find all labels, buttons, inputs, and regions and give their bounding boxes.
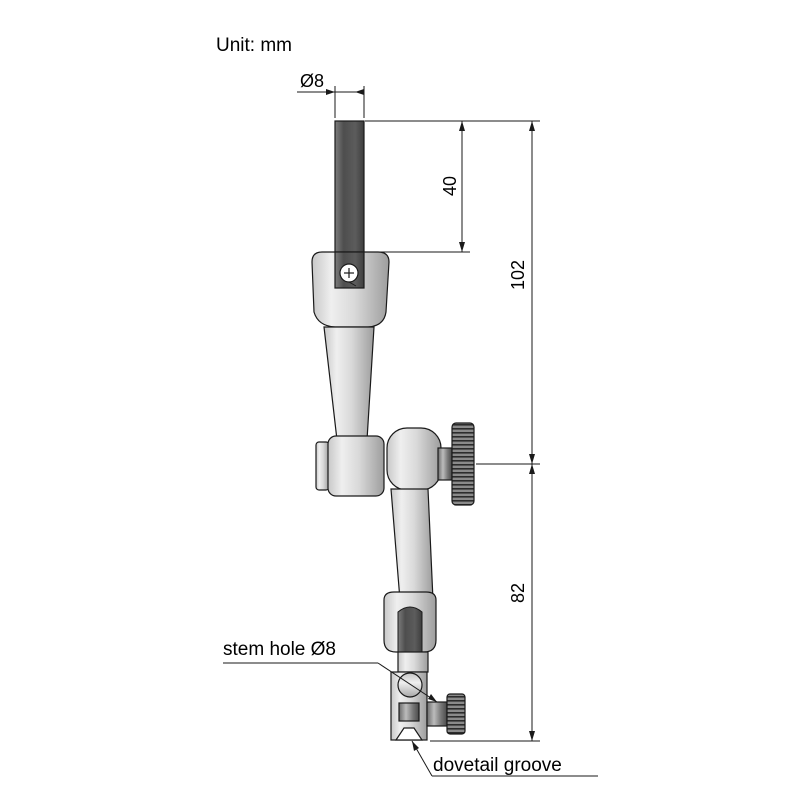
rod-diameter-dimension: Ø8 <box>297 71 365 118</box>
rod-length-dimension: 40 <box>365 120 540 253</box>
rod-diameter-label: Ø8 <box>300 71 324 91</box>
stem-holder <box>390 671 428 741</box>
middle-knob-icon <box>451 422 475 506</box>
unit-label: Unit: mm <box>216 35 292 56</box>
lower-height-dimension: 82 <box>430 463 540 742</box>
lower-height-label: 82 <box>508 583 528 603</box>
stem-hole-label: stem hole Ø8 <box>223 639 336 660</box>
stem-hole-callout: stem hole Ø8 <box>223 639 438 703</box>
lower-arm <box>390 488 434 601</box>
upper-height-dimension: 102 <box>508 121 535 464</box>
dovetail-callout: dovetail groove <box>411 740 598 777</box>
rod-length-label: 40 <box>440 176 460 196</box>
lower-clamp <box>383 591 437 673</box>
dovetail-groove-icon <box>394 727 424 741</box>
upper-arm <box>323 326 375 441</box>
dovetail-label: dovetail groove <box>433 755 562 776</box>
middle-joint <box>315 427 453 497</box>
indicator-rod <box>334 120 365 276</box>
upper-height-label: 102 <box>508 260 528 290</box>
stem-hole-icon <box>397 672 423 698</box>
top-clamp <box>311 251 390 328</box>
